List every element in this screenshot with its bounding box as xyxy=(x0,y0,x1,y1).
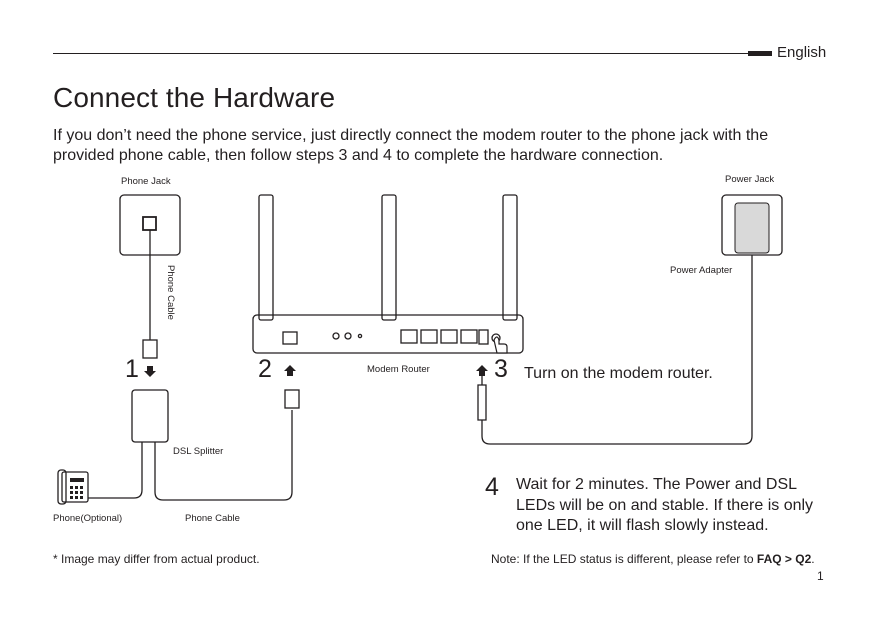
hand-pointer-icon xyxy=(493,336,508,354)
phone-jack-label: Phone Jack xyxy=(121,176,171,187)
phone-jack-socket xyxy=(142,216,157,231)
phone-optional-label: Phone(Optional) xyxy=(53,513,123,524)
arrow-down-icon xyxy=(144,366,156,377)
router-body xyxy=(252,314,524,354)
phone-cable-plug-top xyxy=(142,339,158,359)
power-jack-label: Power Jack xyxy=(725,174,775,185)
step-1-number: 1 xyxy=(125,355,139,383)
step-4-number: 4 xyxy=(485,473,499,501)
language-label: English xyxy=(777,44,827,61)
intro-paragraph: If you don’t need the phone service, jus… xyxy=(53,127,769,164)
power-adapter xyxy=(734,202,770,254)
phone-cable-vertical-label: Phone Cable xyxy=(165,265,176,320)
dsl-splitter-label: DSL Splitter xyxy=(173,446,224,457)
step-3-text: Turn on the modem router. xyxy=(524,365,713,382)
power-adapter-cable xyxy=(481,255,753,445)
step-2-number: 2 xyxy=(258,355,272,383)
arrow-up-icon xyxy=(284,365,296,376)
phone-cable-plug-router xyxy=(284,389,300,409)
faq-link[interactable]: FAQ > Q2 xyxy=(756,552,812,566)
arrow-up-icon xyxy=(476,365,488,376)
power-adapter-label: Power Adapter xyxy=(670,265,733,276)
page-title: Connect the Hardware xyxy=(53,82,336,113)
phone-cable-label: Phone Cable xyxy=(185,513,240,524)
modem-router-label: Modem Router xyxy=(367,364,430,375)
disclaimer: * Image may differ from actual product. xyxy=(53,552,260,566)
header-rule xyxy=(53,53,748,54)
step-3-number: 3 xyxy=(494,355,508,383)
phone-body xyxy=(61,471,89,503)
note-suffix: . xyxy=(811,552,815,566)
led-note: Note: If the LED status is different, pl… xyxy=(491,552,815,566)
step-4-text: Wait for 2 minutes. The Power and DSL LE… xyxy=(516,476,814,534)
page-number: 1 xyxy=(817,569,824,583)
splitter-to-router-cable xyxy=(154,410,293,501)
router-antenna-center xyxy=(381,194,397,321)
dsl-splitter-box xyxy=(131,389,169,443)
router-antenna-right xyxy=(502,194,518,321)
router-antenna-left xyxy=(258,194,274,321)
splitter-to-phone-cable xyxy=(88,442,143,499)
header-rule-tab xyxy=(748,51,772,56)
note-prefix: Note: If the LED status is different, pl… xyxy=(491,552,757,566)
